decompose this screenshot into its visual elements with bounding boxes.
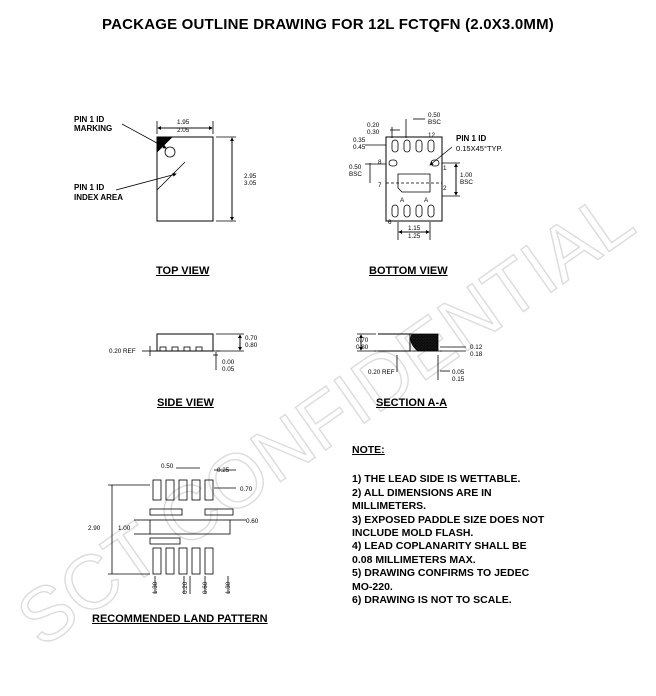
sa-bottom-1: 0.05	[452, 369, 465, 376]
lp-bottom-1: 1.30	[152, 581, 159, 594]
note-line: 2) ALL DIMENSIONS ARE IN	[352, 486, 492, 499]
top-view	[115, 121, 236, 222]
bv-right-pitch-1: 1.00	[460, 172, 473, 179]
note-line: 3) EXPOSED PADDLE SIZE DOES NOT	[352, 513, 545, 526]
sa-lead-2: 0.18	[470, 351, 483, 358]
notes-heading: NOTE:	[352, 444, 385, 456]
note-line: 0.08 MILLIMETERS MAX.	[352, 553, 476, 566]
pin1-marking-label-2: MARKING	[74, 124, 112, 133]
pin1-index-label-2: INDEX AREA	[74, 193, 123, 202]
bv-side-pitch-1: 0.50	[349, 164, 362, 171]
bv-pin-2: 2	[443, 185, 447, 192]
bv-leadl-1: 0.35	[353, 137, 366, 144]
bottom-view	[365, 118, 460, 240]
lp-total: 2.90	[88, 525, 101, 532]
top-width-min: 2.05	[177, 127, 190, 134]
bv-pitch-1: 0.50	[428, 112, 441, 119]
note-line: 4) LEAD COPLANARITY SHALL BE	[352, 540, 527, 553]
notes-block: NOTE: 1) THE LEAD SIDE IS WETTABLE. 2) A…	[352, 444, 592, 607]
bv-section-a-right: A	[424, 197, 429, 204]
bv-pin-1: 1	[443, 165, 447, 172]
bv-leadl-2: 0.45	[353, 144, 366, 151]
lp-pitch: 0.50	[161, 463, 174, 470]
lp-right: 0.60	[246, 518, 259, 525]
top-height-max: 2.95	[244, 173, 257, 180]
bv-pin-12: 12	[428, 132, 436, 139]
caption-section-a-a: SECTION A-A	[376, 397, 448, 409]
sa-height-2: 0.80	[356, 344, 369, 351]
sv-standoff-1: 0.00	[222, 359, 235, 366]
sv-height-2: 0.80	[245, 342, 258, 349]
bv-padw-1: 1.15	[408, 225, 421, 232]
sv-height-1: 0.70	[245, 335, 258, 342]
note-line: MO-220.	[352, 580, 393, 593]
bv-leadw-1: 0.20	[367, 122, 380, 129]
note-line: 5) DRAWING CONFIRMS TO JEDEC	[352, 567, 530, 580]
sa-bottom-2: 0.15	[452, 376, 465, 383]
sv-ref: 0.20 REF	[109, 348, 136, 355]
bv-pin1-label-1: PIN 1 ID	[456, 134, 486, 143]
page-title: PACKAGE OUTLINE DRAWING FOR 12L FCTQFN (…	[102, 16, 554, 33]
bv-pin-8: 8	[378, 159, 382, 166]
lp-bottom-2: 0.20	[182, 581, 189, 594]
caption-land-pattern: RECOMMENDED LAND PATTERN	[92, 613, 268, 625]
bv-side-pitch-2: BSC	[349, 171, 362, 178]
bv-pin-7: 7	[378, 182, 382, 189]
caption-bottom-view: BOTTOM VIEW	[369, 265, 448, 277]
bv-leadw-2: 0.30	[367, 129, 380, 136]
lp-center: 1.00	[118, 525, 131, 532]
pin1-index-label-1: PIN 1 ID	[74, 183, 104, 192]
sa-lead-1: 0.12	[470, 344, 483, 351]
sa-ref: 0.20 REF	[368, 369, 395, 376]
caption-side-view: SIDE VIEW	[157, 397, 214, 409]
sa-height-1: 0.70	[356, 337, 369, 344]
lp-pad-l: 0.70	[240, 486, 253, 493]
top-height-min: 3.05	[244, 180, 257, 187]
side-view	[142, 333, 244, 370]
section-a-a	[357, 333, 466, 380]
pin1-marking-label-1: PIN 1 ID	[74, 115, 104, 124]
lp-bottom-3: 0.60	[202, 581, 209, 594]
note-line: 1) THE LEAD SIDE IS WETTABLE.	[352, 473, 521, 486]
bv-pitch-2: BSC	[428, 119, 441, 126]
bv-right-pitch-2: BSC	[460, 179, 473, 186]
note-line: INCLUDE MOLD FLASH.	[352, 527, 474, 540]
lp-bottom-4: 1.30	[225, 581, 232, 594]
lp-pad-w: 0.25	[217, 467, 230, 474]
bv-pin-6: 6	[388, 219, 392, 226]
sv-standoff-2: 0.05	[222, 366, 235, 373]
note-line: 6) DRAWING IS NOT TO SCALE.	[352, 594, 512, 607]
bv-section-a-left: A	[400, 197, 405, 204]
caption-top-view: TOP VIEW	[156, 265, 210, 277]
bv-padw-2: 1.25	[408, 233, 421, 240]
land-pattern	[108, 467, 246, 594]
note-line: MILLIMETERS.	[352, 500, 427, 513]
bv-pin1-label-2: 0.15X45°TYP.	[456, 144, 503, 153]
top-width-max: 1.95	[177, 119, 190, 126]
